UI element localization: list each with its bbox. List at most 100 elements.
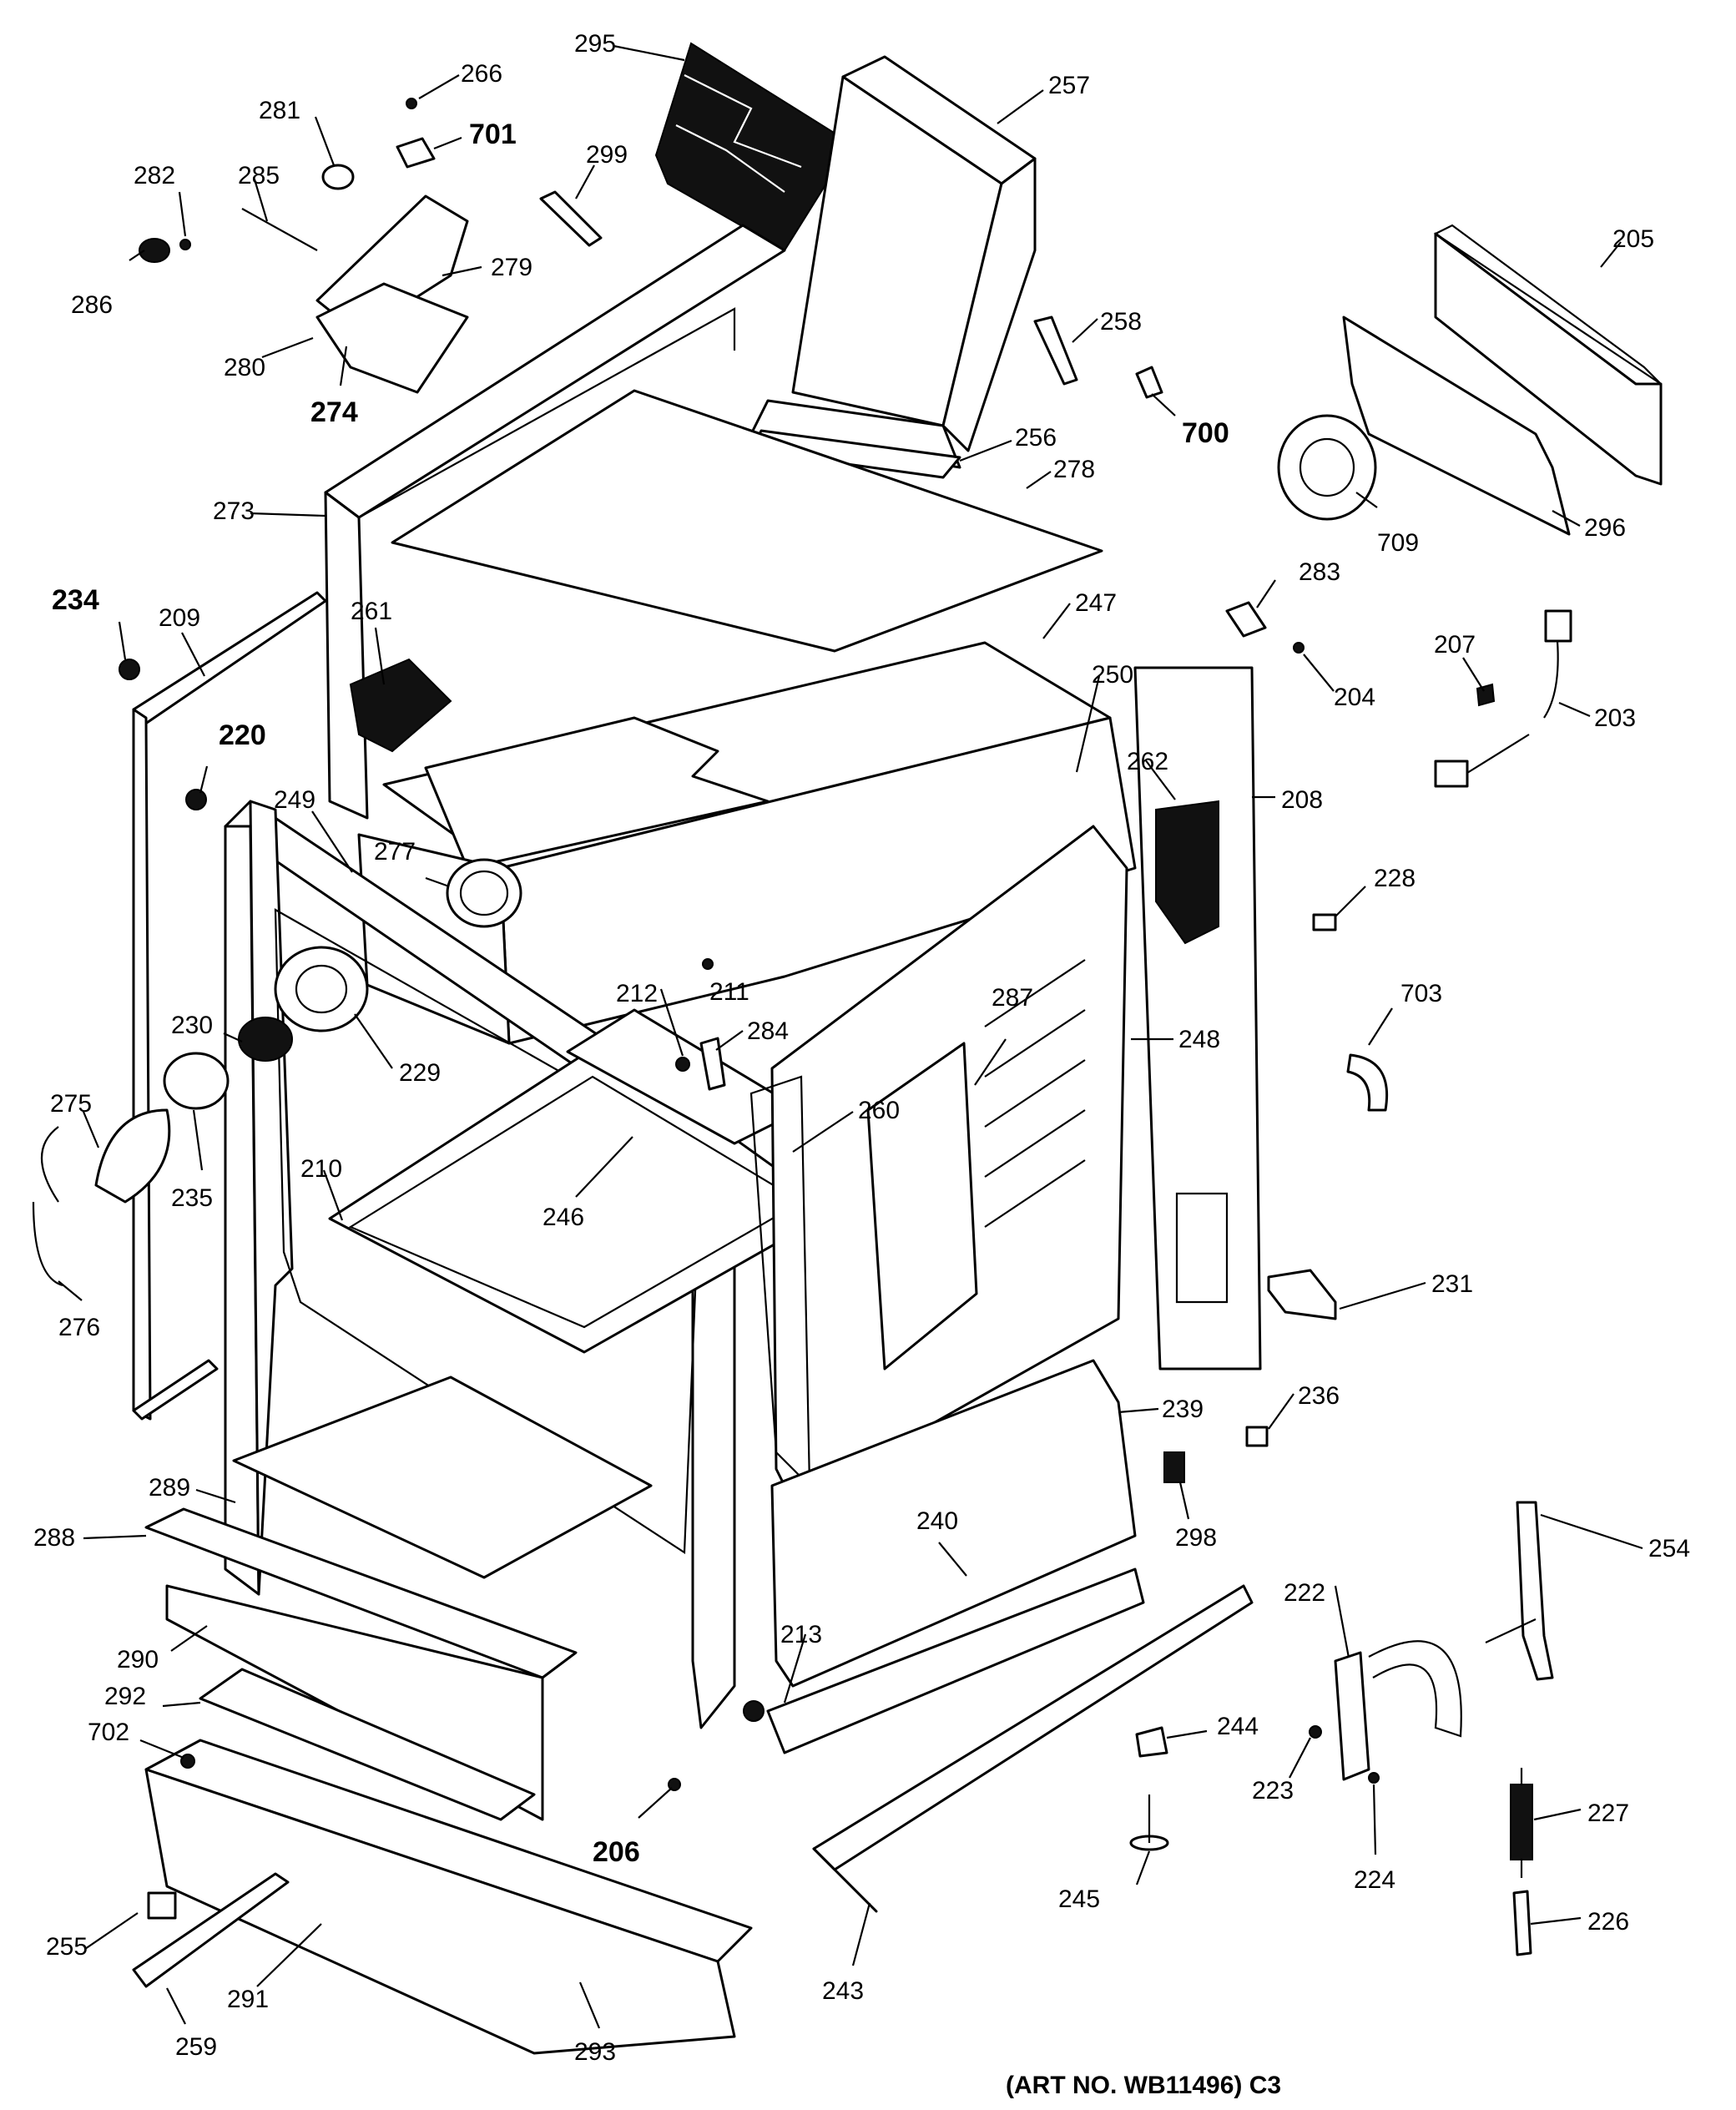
label-703: 703 — [1400, 980, 1442, 1007]
label-247: 247 — [1075, 589, 1117, 617]
part-278-oven-top-plate — [391, 389, 1103, 653]
part-203-wire-harness — [1434, 609, 1572, 788]
label-284: 284 — [747, 1017, 789, 1045]
part-709-flue-ring — [1277, 414, 1377, 521]
part-702-nut — [180, 1754, 195, 1769]
label-261: 261 — [351, 598, 392, 625]
part-266-screw — [406, 98, 417, 109]
label-258: 258 — [1100, 308, 1142, 336]
label-293: 293 — [574, 2038, 616, 2066]
label-212: 212 — [616, 980, 658, 1007]
part-222-hinge — [1334, 1640, 1462, 1781]
part-279-valve-assembly — [241, 194, 469, 394]
part-255-leveling-foot — [147, 1891, 177, 1920]
label-709: 709 — [1377, 529, 1419, 557]
label-240: 240 — [916, 1507, 958, 1535]
part-295-insulation — [654, 42, 853, 252]
part-235-light-bulb — [163, 1052, 230, 1110]
part-244-foot-bracket — [1135, 1726, 1168, 1758]
label-283: 283 — [1299, 558, 1340, 586]
part-204-screw — [1293, 642, 1305, 654]
label-289: 289 — [149, 1474, 190, 1502]
label-228: 228 — [1374, 865, 1416, 892]
leader-lines — [58, 44, 1643, 2029]
label-244: 244 — [1217, 1713, 1259, 1740]
label-278: 278 — [1053, 456, 1095, 483]
part-276-wire-clip — [32, 1126, 63, 1287]
part-205-heat-shield — [1433, 224, 1663, 486]
part-277-vent-ring — [446, 858, 522, 928]
part-292-tray — [199, 1668, 536, 1821]
label-250: 250 — [1092, 661, 1133, 689]
label-287: 287 — [992, 984, 1033, 1012]
part-209-side-trim — [132, 591, 327, 1421]
part-275-lens — [94, 1108, 171, 1204]
label-702: 702 — [88, 1719, 129, 1746]
label-236: 236 — [1298, 1382, 1340, 1410]
part-247-oven-cavity — [357, 641, 1137, 1045]
label-209: 209 — [159, 604, 200, 632]
label-280: 280 — [224, 354, 265, 381]
label-220: 220 — [219, 719, 266, 751]
label-213: 213 — [780, 1621, 822, 1648]
label-235: 235 — [171, 1184, 213, 1212]
label-234: 234 — [52, 584, 99, 616]
part-259-rod — [132, 1872, 290, 1988]
label-222: 222 — [1284, 1579, 1325, 1607]
part-293-bottom-pan — [144, 1739, 753, 2055]
part-234-knob-clip — [119, 659, 140, 680]
label-276: 276 — [58, 1314, 100, 1341]
label-206: 206 — [593, 1836, 640, 1868]
part-245-leveling-leg — [1129, 1795, 1169, 1851]
part-labels: 295 266 701 281 282 285 286 279 280 274 … — [33, 30, 1690, 2066]
label-273: 273 — [213, 497, 255, 525]
part-224-pin — [1368, 1772, 1380, 1784]
label-204: 204 — [1334, 684, 1375, 711]
label-266: 266 — [461, 60, 502, 88]
label-255: 255 — [46, 1933, 88, 1961]
label-279: 279 — [491, 254, 532, 281]
label-211: 211 — [709, 978, 749, 1006]
part-230-light-socket — [238, 1017, 293, 1062]
label-295: 295 — [574, 30, 616, 58]
label-229: 229 — [399, 1059, 441, 1087]
label-231: 231 — [1431, 1270, 1473, 1298]
part-236-clip — [1245, 1426, 1269, 1447]
label-203: 203 — [1594, 704, 1636, 732]
part-240-lower-front — [766, 1359, 1145, 1754]
part-701-bracket — [396, 137, 436, 169]
label-277: 277 — [374, 838, 416, 866]
part-289-broiler-drawer — [232, 1376, 653, 1579]
label-227: 227 — [1587, 1800, 1629, 1827]
label-239: 239 — [1162, 1396, 1204, 1423]
label-243: 243 — [822, 1977, 864, 2005]
part-262-insulation-block — [1155, 800, 1219, 945]
label-208: 208 — [1281, 786, 1323, 814]
part-213-clip — [743, 1700, 765, 1722]
part-211-screw — [702, 958, 714, 970]
label-285: 285 — [238, 162, 280, 189]
label-245: 245 — [1058, 1885, 1100, 1913]
label-701: 701 — [469, 119, 517, 150]
part-283-bracket — [1225, 601, 1267, 638]
art-number-caption: (ART NO. WB11496) C3 — [1006, 2072, 1281, 2099]
part-261-insulation-pad — [349, 658, 452, 753]
part-223-screw — [1309, 1725, 1322, 1739]
label-281: 281 — [259, 97, 300, 124]
label-290: 290 — [117, 1646, 159, 1673]
label-226: 226 — [1587, 1908, 1629, 1936]
part-207-clip — [1476, 683, 1496, 707]
label-296: 296 — [1584, 514, 1626, 542]
part-227-spring — [1510, 1768, 1533, 1878]
part-243-lower-rail — [812, 1584, 1254, 1913]
label-210: 210 — [300, 1155, 342, 1183]
part-703-shield — [1346, 1053, 1389, 1112]
label-249: 249 — [274, 786, 315, 814]
part-257-vent-duct — [749, 55, 1037, 469]
part-254-hinge-arm — [1485, 1501, 1554, 1681]
label-262: 262 — [1127, 748, 1168, 775]
part-212-screw — [675, 1057, 690, 1072]
part-258-hinge-clip — [1033, 315, 1078, 386]
label-274: 274 — [310, 396, 358, 428]
